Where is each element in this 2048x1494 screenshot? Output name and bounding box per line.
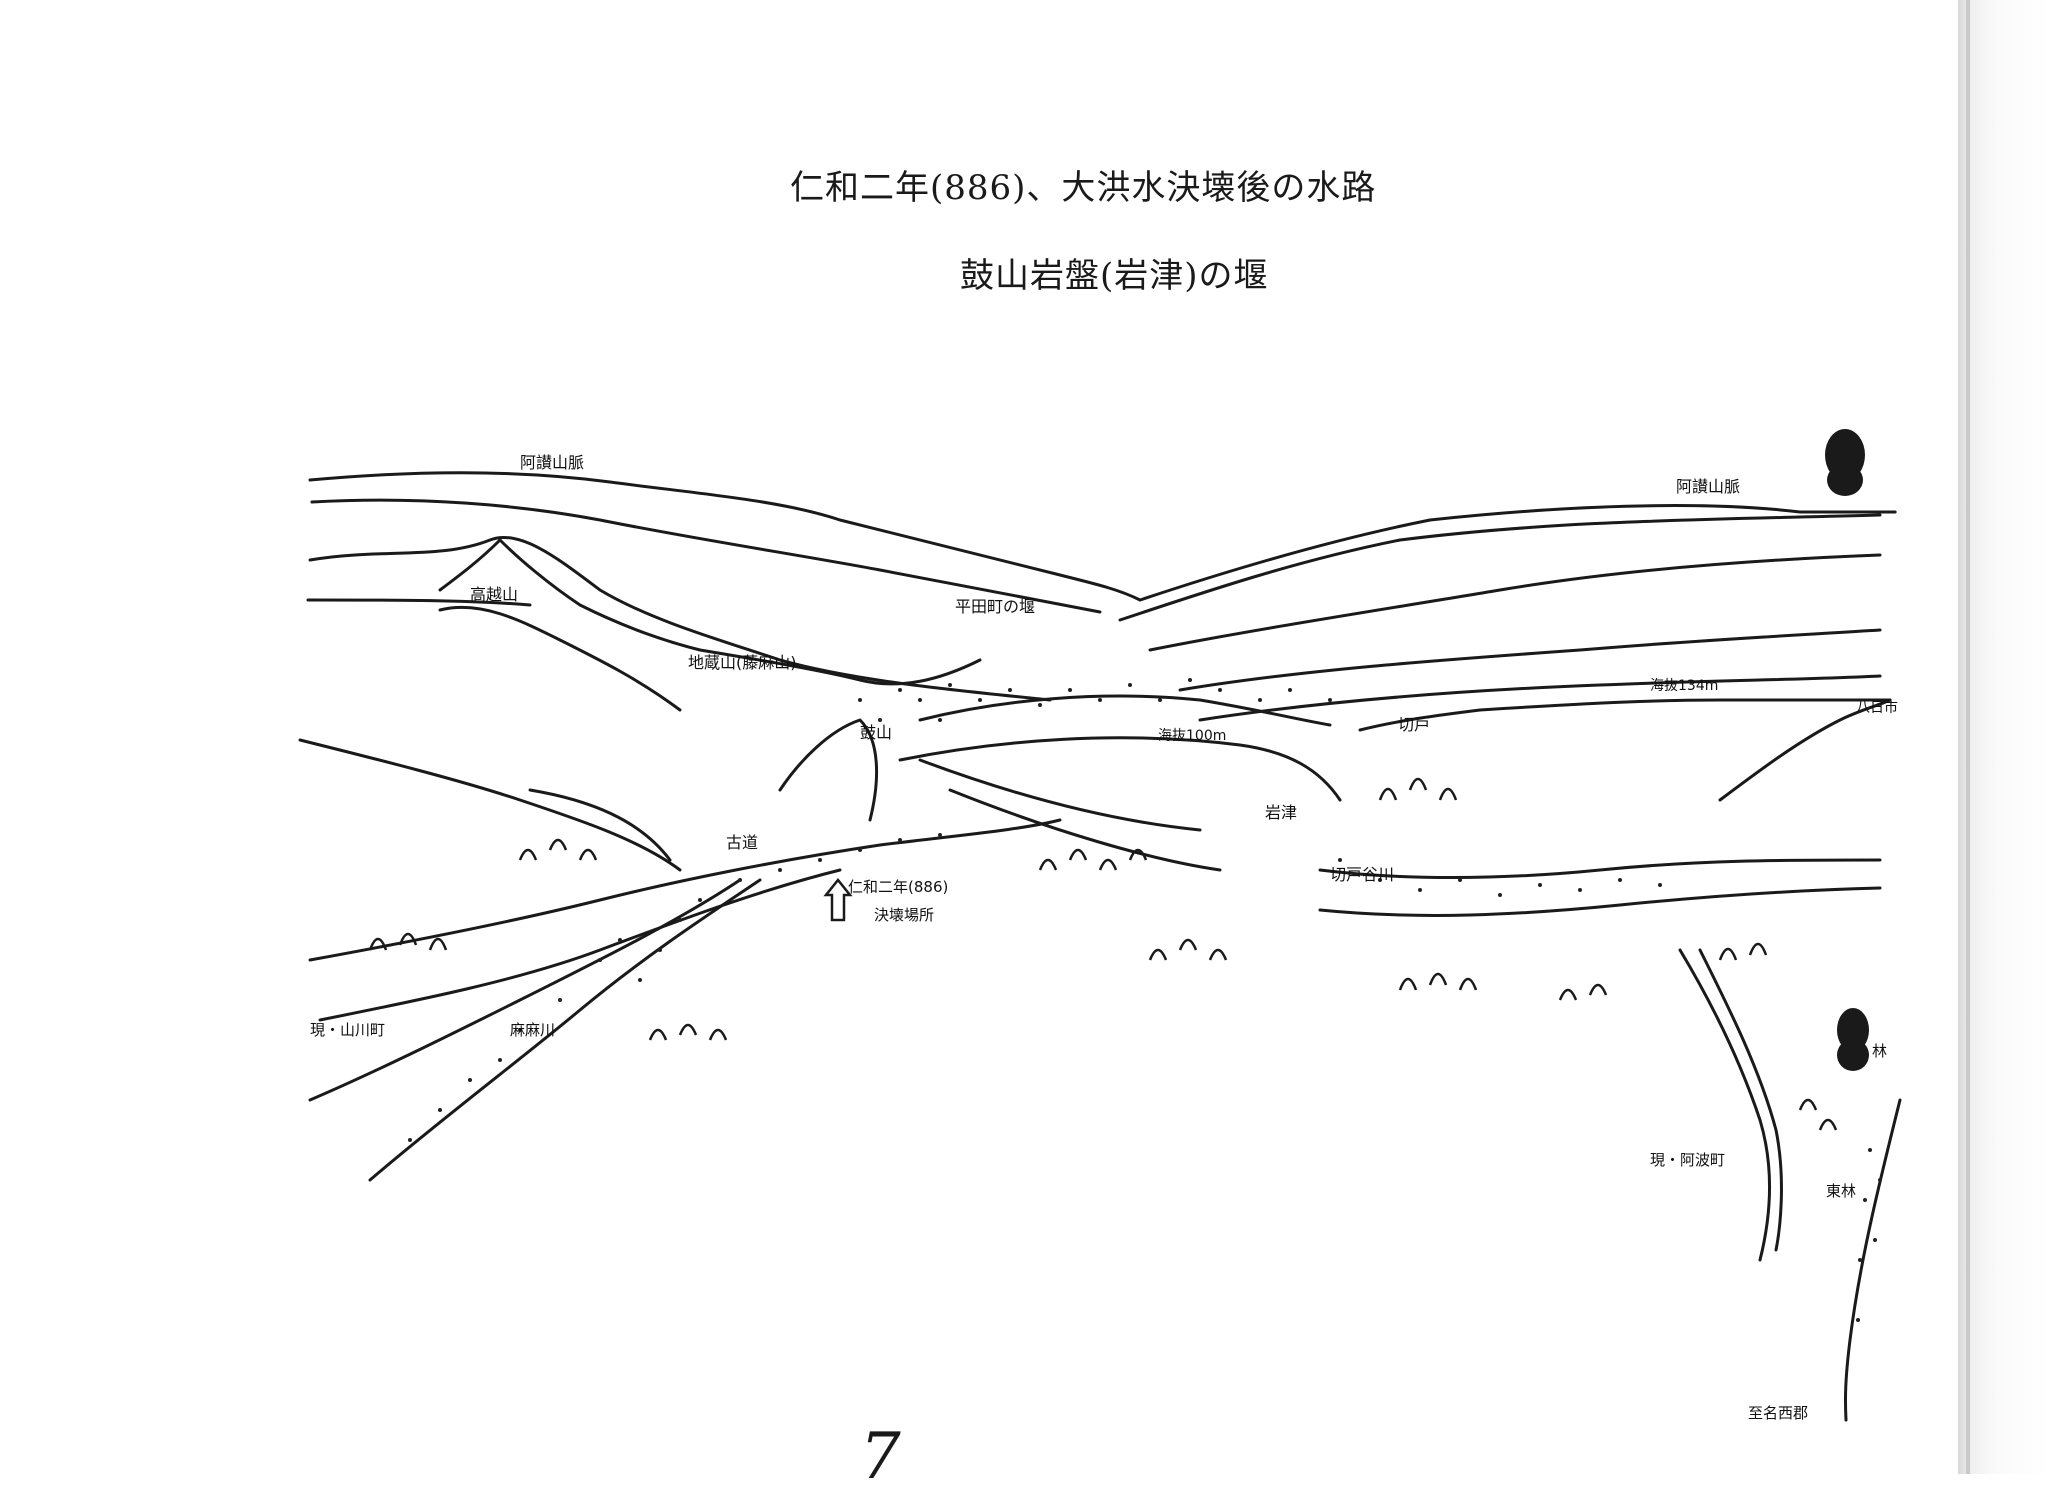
label-awa-town: 現・阿波町 (1650, 1151, 1725, 1169)
left-hill-2 (528, 788, 672, 862)
page-number: 7 (860, 1420, 901, 1494)
label-breach-place: 決壊場所 (874, 906, 934, 924)
mid-plateau-bottom (898, 736, 1342, 802)
label-breach-year: 仁和二年(886) (848, 878, 948, 896)
label-nishi-hayashi: 林 (1872, 1042, 1887, 1060)
page-title: 仁和二年(886)、大洪水決壊後の水路 (790, 168, 1377, 208)
ridge-right-far (1138, 504, 1897, 602)
label-altitude-100: 海抜100m (1158, 728, 1226, 744)
label-mount-kouetsu: 高越山 (470, 585, 518, 604)
right-valley (1718, 698, 1892, 802)
road-right-2 (1698, 948, 1783, 1252)
label-to-nishigo: 至名西郡 (1748, 1404, 1808, 1422)
edge-right (1843, 1098, 1902, 1422)
ridge-right-3 (1148, 553, 1882, 652)
label-yokaichi: 八日市 (1856, 699, 1898, 716)
kouetsu-peak (438, 538, 702, 652)
trees (368, 777, 1838, 1131)
scanned-page-edge (1958, 0, 2048, 1474)
label-kirito: 切戸 (1398, 715, 1430, 734)
label-asan-right: 阿讃山脈 (1676, 477, 1740, 496)
ridge-mid (698, 648, 982, 686)
road-right (1678, 948, 1771, 1262)
label-mount-jizou: 地蔵山(藤麻山) (688, 653, 797, 672)
label-tsuzumiyama: 鼓山 (860, 723, 892, 742)
ridge-right-2 (1118, 513, 1882, 622)
mid-plateau-top (918, 694, 1332, 727)
label-yamakawa-town: 現・山川町 (310, 1021, 385, 1039)
label-aso-river: 麻麻川 (510, 1021, 555, 1039)
ridge-right-4 (1178, 628, 1882, 692)
ridge-left-4 (306, 598, 532, 607)
label-asan-left: 阿讃山脈 (520, 453, 584, 472)
river-bank-2 (368, 878, 762, 1182)
label-kirito-river: 切戸谷川 (1330, 865, 1394, 884)
river-main-left-2 (318, 868, 842, 1022)
river-right (1318, 858, 1882, 879)
page-subtitle: 鼓山岩盤(岩津)の堰 (960, 256, 1269, 296)
kouetsu-hill (438, 605, 682, 712)
ridge-far-left (308, 471, 1142, 602)
ridge-left-2 (310, 498, 1102, 614)
tsuzumiyama-left (778, 718, 878, 822)
label-iwatsu: 岩津 (1265, 803, 1297, 822)
river-right-2 (1318, 886, 1882, 917)
left-hill (298, 738, 682, 872)
ridge-left-3 (308, 535, 1052, 702)
label-kodo: 古道 (726, 833, 758, 852)
label-hirata-weir: 平田町の堰 (955, 597, 1035, 616)
river-main-left (308, 818, 1062, 962)
slope-lines (918, 758, 1222, 872)
river-bank-1 (308, 878, 742, 1102)
breach-arrow-icon (823, 877, 853, 922)
page-edge-shadow (1966, 0, 1970, 1474)
stippling (408, 678, 1882, 1322)
label-higashi-hayashi: 東林 (1826, 1182, 1856, 1200)
right-hill (1358, 698, 1892, 732)
ridge-right-5 (1198, 674, 1882, 722)
label-altitude-134: 海抜134m (1650, 678, 1718, 694)
ink-blots (1825, 429, 1869, 1071)
